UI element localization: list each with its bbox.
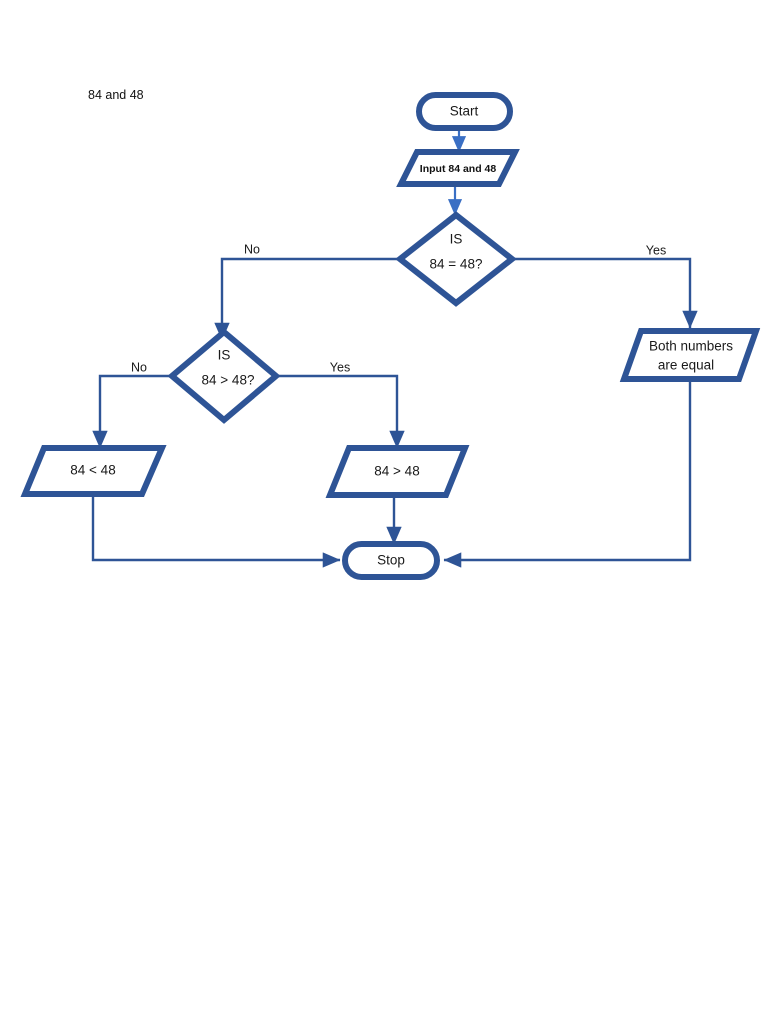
decision2-label-line2: 84 > 48? [202, 373, 255, 388]
node-input[interactable]: Input 84 and 48 [396, 149, 520, 187]
edge-label-decision1-no: No [244, 242, 260, 256]
node-greater-than[interactable]: 84 > 48 [325, 445, 470, 498]
edge-label-decision2-yes: Yes [330, 360, 350, 374]
equal-parallelogram-shape [619, 328, 761, 382]
connector-decision1-no-to-decision2 [214, 257, 400, 341]
stop-terminator-shape [342, 541, 440, 580]
page-corner-note: 84 and 48 [88, 88, 144, 102]
node-both-equal[interactable]: Both numbers are equal [619, 328, 761, 382]
stop-label: Stop [377, 553, 405, 568]
greater-parallelogram-shape [325, 445, 470, 498]
edge-label-decision1-yes: Yes [646, 243, 666, 257]
node-start[interactable]: Start [416, 92, 513, 131]
connector-layer [91, 131, 698, 568]
input-label: Input 84 and 48 [420, 163, 497, 175]
decision1-label-line1: IS [450, 232, 463, 247]
decision1-label-line2: 84 = 48? [430, 257, 483, 272]
connector-equal-to-stop [443, 378, 692, 568]
less-parallelogram-shape [20, 445, 167, 497]
equal-label-line2: are equal [658, 358, 714, 373]
connector-less-to-stop [91, 492, 341, 568]
decision2-diamond-shape [167, 328, 281, 424]
connector-decision2-no-to-less [92, 374, 172, 449]
greater-label: 84 > 48 [374, 464, 419, 479]
node-decision-greater[interactable]: IS 84 > 48? [167, 328, 281, 424]
start-terminator-shape [416, 92, 513, 131]
input-parallelogram-shape [396, 149, 520, 187]
equal-label-line1: Both numbers [649, 339, 733, 354]
node-stop[interactable]: Stop [342, 541, 440, 580]
decision2-label-line1: IS [218, 348, 231, 363]
connector-decision2-yes-to-greater [276, 374, 405, 449]
node-less-than[interactable]: 84 < 48 [20, 445, 167, 497]
edge-label-decision2-no: No [131, 360, 147, 374]
start-label: Start [450, 104, 479, 119]
connector-decision1-yes-to-equal [512, 257, 698, 329]
less-label: 84 < 48 [70, 463, 115, 478]
decision1-diamond-shape [395, 211, 517, 307]
node-decision-equal[interactable]: IS 84 = 48? [395, 211, 517, 307]
edge-label-layer: No Yes No Yes [131, 242, 666, 374]
